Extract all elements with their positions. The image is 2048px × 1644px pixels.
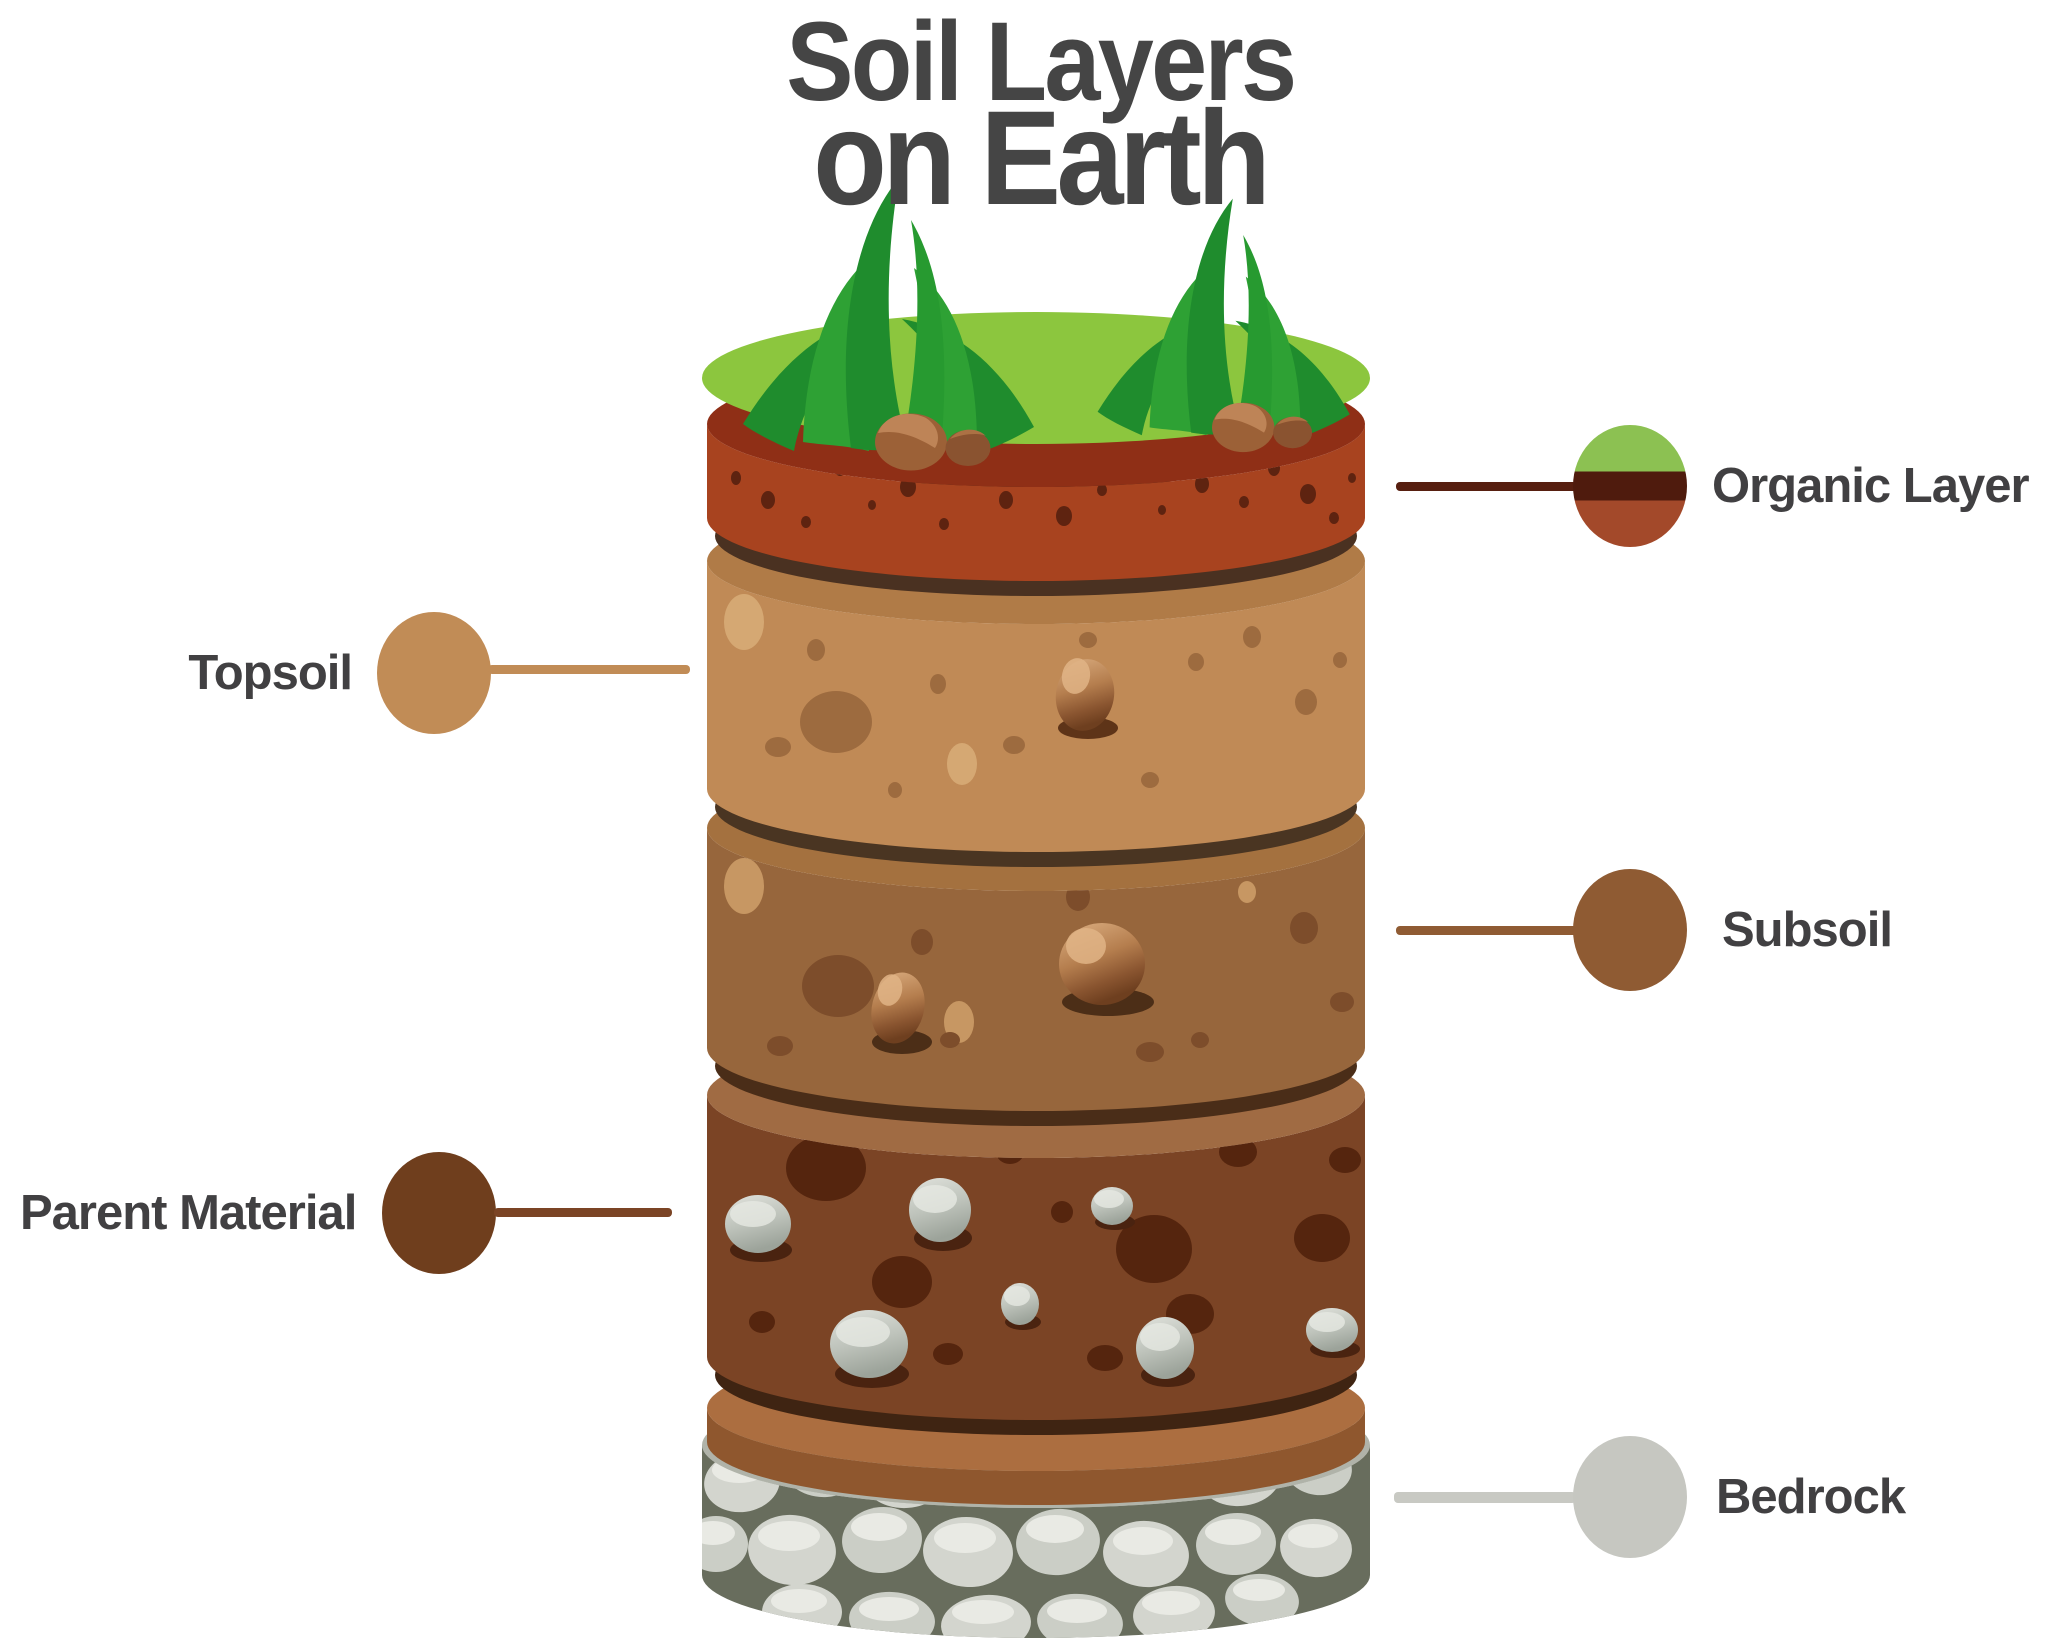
callout-line-parent-material <box>494 1208 672 1217</box>
page-title-line2: on Earth <box>813 84 1271 233</box>
callout-line-topsoil <box>488 665 690 674</box>
label-topsoil: Topsoil <box>188 646 353 700</box>
callout-circle-bedrock <box>1573 1436 1687 1558</box>
callout-circle-topsoil <box>377 612 491 734</box>
callout-circle-organic-layer <box>1573 425 1687 547</box>
subsoil-layer <box>707 765 1365 1126</box>
label-subsoil: Subsoil <box>1722 903 1893 957</box>
callout-circle-subsoil <box>1573 869 1687 991</box>
grass-surface <box>702 178 1370 471</box>
parent-material-layer <box>707 1032 1365 1435</box>
page-title-line1: Soil Layers <box>785 0 1297 124</box>
label-organic-layer: Organic Layer <box>1712 459 2030 513</box>
callout-line-bedrock <box>1394 1492 1576 1503</box>
callout-circle-parent-material <box>382 1152 496 1274</box>
label-parent-material: Parent Material <box>20 1186 357 1240</box>
label-bedrock: Bedrock <box>1716 1470 1906 1524</box>
callout-line-subsoil <box>1396 926 1578 935</box>
callout-line-organic-layer <box>1396 482 1578 491</box>
